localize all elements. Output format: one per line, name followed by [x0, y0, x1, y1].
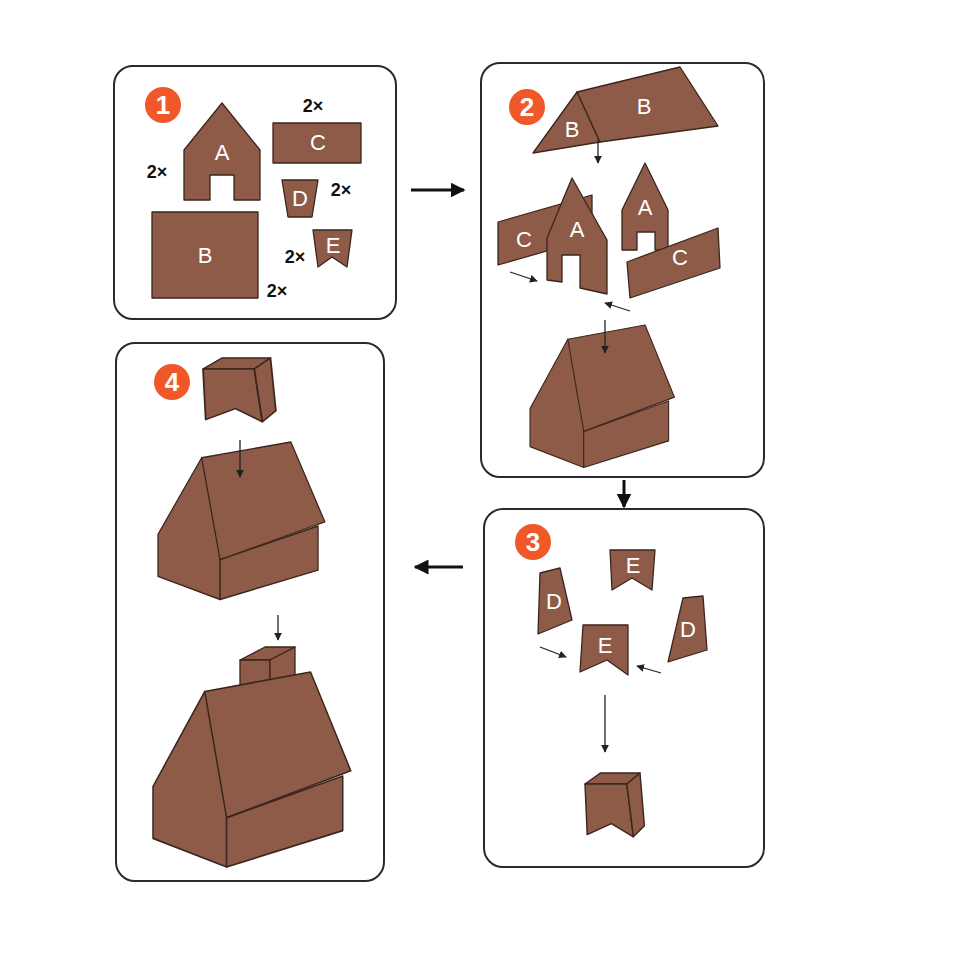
step-arrow — [415, 566, 463, 569]
quantity-label: 2× — [147, 163, 168, 181]
assembled-house — [158, 442, 325, 600]
assembled-chimney — [585, 773, 644, 837]
part-letter: C — [310, 132, 326, 154]
part-letter: D — [292, 188, 308, 210]
assembly-arrows — [239, 440, 240, 477]
assembly-arrows — [604, 695, 605, 752]
assembly-arrows — [510, 272, 537, 281]
part-letter: E — [598, 635, 613, 657]
chimney-piece-d — [538, 568, 572, 634]
part-letter: B — [565, 119, 580, 141]
part-letter: B — [198, 245, 213, 267]
quantity-label: 2× — [285, 248, 306, 266]
part-letter: E — [626, 555, 641, 577]
assembly-arrows — [277, 615, 278, 640]
step-number: 1 — [145, 87, 181, 123]
wall-piece-a — [547, 178, 607, 294]
part-letter: E — [326, 235, 341, 257]
assembly-arrows — [604, 320, 605, 353]
part-letter: D — [546, 591, 562, 613]
assembly-arrows — [637, 666, 661, 673]
step-panel: 3 — [483, 508, 765, 868]
part-letter: A — [638, 197, 653, 219]
step-number: 4 — [154, 364, 190, 400]
side-piece-c — [627, 228, 720, 298]
part-letter: C — [672, 247, 688, 269]
part-letter: A — [570, 219, 585, 241]
chimney-piece-e — [610, 550, 655, 590]
chimney-piece-e — [580, 625, 628, 675]
assembly-arrows — [540, 647, 566, 657]
step-arrow — [411, 189, 464, 192]
part-letter: D — [680, 619, 696, 641]
wall-piece-a — [184, 103, 260, 200]
finished-house — [153, 672, 351, 867]
assembly-arrows — [597, 140, 598, 163]
step-panel: 1 — [113, 65, 397, 320]
part-letter: B — [637, 96, 652, 118]
step-number: 2 — [509, 89, 545, 125]
assembled-house — [530, 325, 674, 468]
quantity-label: 2× — [303, 97, 324, 115]
chimney-piece-e — [313, 230, 352, 267]
assembly-arrows — [240, 140, 661, 752]
wall-piece-a — [622, 163, 668, 250]
side-piece-c — [273, 123, 361, 163]
step-arrow — [623, 480, 626, 507]
step-panel: 4 — [115, 342, 385, 882]
chimney-piece-d — [282, 180, 318, 217]
part-letter: A — [215, 142, 230, 164]
roof-piece-b — [577, 67, 718, 142]
step-number: 3 — [515, 524, 551, 560]
roof-piece-b — [152, 212, 258, 298]
quantity-label: 2× — [267, 282, 288, 300]
assembled-chimney — [203, 358, 276, 422]
gingerbread-pieces — [152, 67, 720, 867]
step-panel: 2 — [480, 62, 765, 478]
part-letter: C — [516, 229, 532, 251]
chimney-piece-d — [668, 596, 707, 662]
assembly-arrows — [605, 303, 630, 311]
quantity-label: 2× — [331, 181, 352, 199]
